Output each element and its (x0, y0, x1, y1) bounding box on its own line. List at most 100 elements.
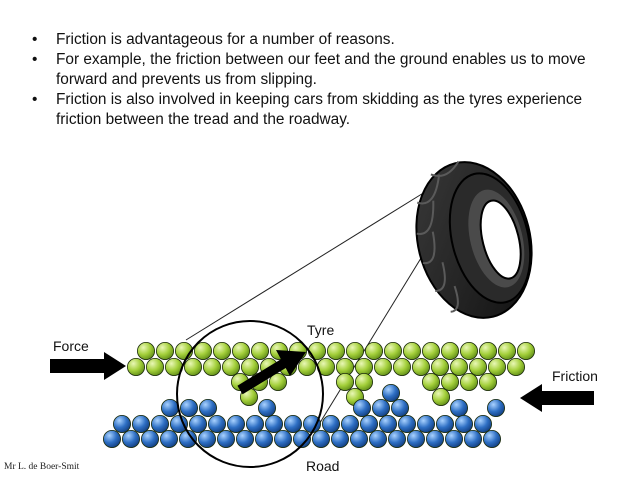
label-friction: Friction (552, 368, 598, 384)
arrow-right-icon (50, 352, 126, 380)
tyre-particle (430, 357, 449, 376)
road-particle (103, 429, 122, 448)
road-particle (406, 429, 425, 448)
tyre-particle (383, 341, 402, 360)
road-particle (371, 398, 390, 417)
road-particle (160, 398, 179, 417)
road-particle (482, 429, 501, 448)
tyre-particle (478, 372, 497, 391)
tyre-particle (468, 357, 487, 376)
road-particle (378, 414, 397, 433)
magnifier-circle (176, 320, 324, 468)
road-particle (425, 429, 444, 448)
road-particle (283, 414, 302, 433)
road-particle (330, 429, 349, 448)
tyre-particle (431, 387, 450, 406)
tyre-particle (354, 372, 373, 391)
road-particle (207, 414, 226, 433)
tyre-particle (145, 357, 164, 376)
road-particle (216, 429, 235, 448)
tyre-icon (415, 160, 533, 319)
road-particle (273, 429, 292, 448)
road-particle (449, 398, 468, 417)
bullet-item: For example, the friction between our fe… (32, 50, 622, 90)
tyre-particle (212, 341, 231, 360)
tyre-particle (421, 341, 440, 360)
road-particle (235, 429, 254, 448)
road-particles (103, 383, 505, 448)
tyre-particle (193, 341, 212, 360)
tyre-particle (364, 341, 383, 360)
arrow-diagonal-icon (237, 350, 306, 395)
tyre-particle (411, 357, 430, 376)
road-particle (435, 414, 454, 433)
tyre-particle (231, 341, 250, 360)
road-particle (140, 429, 159, 448)
tyre-particle (221, 357, 240, 376)
road-particle (311, 429, 330, 448)
tyre-particle (345, 341, 364, 360)
tyre-particle (440, 341, 459, 360)
road-particle (444, 429, 463, 448)
tyre-particle (440, 372, 459, 391)
tyre-particle (421, 372, 440, 391)
tyre-particle (449, 357, 468, 376)
tyre-particle (517, 341, 536, 360)
label-tyre: Tyre (307, 322, 335, 338)
tyre-particle (297, 357, 316, 376)
road-particle (264, 414, 283, 433)
tyre-particle (183, 357, 202, 376)
tyre-particle (459, 372, 478, 391)
road-particle (292, 429, 311, 448)
road-particle (254, 429, 273, 448)
zoom-line-lower (317, 231, 438, 427)
label-road: Road (306, 458, 340, 474)
tyre-particle (478, 341, 497, 360)
road-particle (131, 414, 150, 433)
road-particle (454, 414, 473, 433)
road-particle (390, 398, 409, 417)
road-particle (245, 414, 264, 433)
road-particle (198, 398, 217, 417)
tyre-particle (392, 357, 411, 376)
tyre-particle (335, 372, 354, 391)
tyre-particle (155, 341, 174, 360)
road-particle (349, 429, 368, 448)
author-credit: Mr L. de Boer-Smit (4, 462, 80, 472)
bullet-item: Friction is advantageous for a number of… (32, 30, 622, 50)
road-particle (159, 429, 178, 448)
road-particle (473, 414, 492, 433)
tyre-particle (268, 372, 287, 391)
tyre-particles (127, 341, 536, 406)
road-particle (368, 429, 387, 448)
road-particle (463, 429, 482, 448)
road-particle (397, 414, 416, 433)
tyre-particle (240, 357, 259, 376)
bullet-list: Friction is advantageous for a number of… (32, 30, 622, 130)
road-particle (113, 414, 132, 433)
label-force: Force (53, 338, 89, 354)
tyre-particle (307, 341, 326, 360)
road-particle (352, 398, 371, 417)
road-particle (340, 414, 359, 433)
tyre-particle (373, 357, 392, 376)
road-particle (179, 398, 198, 417)
tyre-particle (202, 357, 221, 376)
tyre-particle (497, 341, 516, 360)
tyre-particle (402, 341, 421, 360)
road-particle (387, 429, 406, 448)
tyre-particle (127, 357, 146, 376)
tyre-particle (506, 357, 525, 376)
tyre-particle (459, 341, 478, 360)
tyre-particle (250, 341, 269, 360)
zoom-line-upper (185, 191, 426, 341)
tyre-particle (326, 341, 345, 360)
bullet-item: Friction is also involved in keeping car… (32, 90, 622, 130)
road-particle (486, 398, 505, 417)
arrow-left-icon (520, 384, 594, 412)
tyre-particle (136, 341, 155, 360)
tyre-particle (487, 357, 506, 376)
road-particle (381, 383, 400, 402)
road-particle (416, 414, 435, 433)
